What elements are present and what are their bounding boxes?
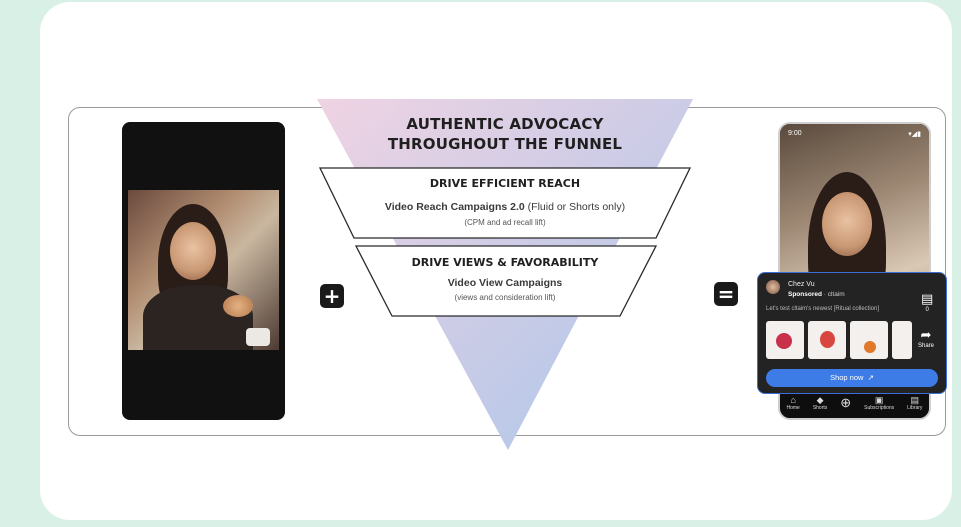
product-image (864, 341, 876, 353)
product-image (776, 333, 792, 349)
channel-avatar (766, 280, 780, 294)
shorts-icon: ◆ (816, 395, 824, 405)
nav-library-label: Library (907, 405, 923, 411)
stage-views-note: (views and consideration lift) (454, 293, 556, 302)
nav-create[interactable]: ⊕ (840, 395, 852, 410)
comment-button[interactable]: ▤ 0 (921, 292, 934, 314)
equals-operator-icon: = (714, 282, 738, 306)
shopping-ad-card[interactable]: Chez Vu Sponsored · cltaim Let's test cl… (757, 272, 947, 394)
nav-shorts[interactable]: ◆Shorts (813, 395, 827, 411)
makeup-brush (223, 295, 253, 317)
stage-reach-campaign-name: Video Reach Campaigns 2.0 (384, 201, 525, 213)
external-link-icon: ↗ (865, 373, 874, 382)
stage-views-heading: DRIVE VIEWS & FAVORABILITY (411, 256, 599, 269)
product-tile[interactable] (850, 321, 888, 359)
brand-name: · cltaim (823, 291, 845, 298)
nav-subscriptions-label: Subscriptions (864, 405, 895, 411)
funnel-band-reach (318, 167, 692, 239)
product-tile[interactable] (808, 321, 846, 359)
product-tile[interactable] (766, 321, 804, 359)
creator-face (170, 222, 216, 280)
funnel-band-views (354, 245, 658, 317)
channel-name: Chez Vu (788, 281, 815, 288)
nav-home[interactable]: ⌂Home (786, 395, 799, 411)
nav-shorts-label: Shorts (812, 405, 828, 411)
nav-library[interactable]: ▤Library (907, 395, 922, 411)
comment-count: 0 (925, 307, 929, 313)
status-icons: ▾◢▮ (908, 131, 921, 138)
shop-now-button[interactable]: Shop now ↗ (766, 369, 938, 387)
funnel-title: AUTHENTIC ADVOCACY THROUGHOUT THE FUNNEL (360, 114, 650, 154)
funnel-title-line-2: THROUGHOUT THE FUNNEL (387, 135, 623, 153)
nav-home-label: Home (786, 405, 800, 411)
share-button[interactable]: ➦ Share (918, 328, 935, 350)
creator-video-frame (128, 190, 279, 350)
stage-reach-qualifier: (Fluid or Shorts only) (527, 201, 626, 213)
library-icon: ▤ (910, 395, 920, 405)
comment-icon: ▤ (921, 292, 934, 307)
ad-description: Let's test cltaim's newest [Ritual colle… (766, 306, 880, 312)
product-tile[interactable] (892, 321, 912, 359)
nav-subscriptions[interactable]: ▣Subscriptions (864, 395, 894, 411)
status-time: 9:00 (788, 130, 802, 137)
plus-operator-icon: + (320, 284, 344, 308)
sponsored-label: Sponsored · cltaim (788, 291, 845, 298)
home-icon: ⌂ (790, 395, 796, 405)
create-icon: ⊕ (840, 395, 852, 410)
shop-now-label: Shop now (830, 373, 864, 382)
subscriptions-icon: ▣ (874, 395, 884, 405)
product-image (820, 331, 835, 348)
sponsored-text: Sponsored (788, 291, 822, 298)
funnel-title-line-1: AUTHENTIC ADVOCACY (406, 115, 604, 133)
share-label: Share (918, 343, 935, 349)
result-creator-face (822, 192, 872, 256)
stage-reach-heading: DRIVE EFFICIENT REACH (429, 177, 581, 190)
stage-views-campaign: Video View Campaigns (447, 277, 563, 289)
share-icon: ➦ (920, 328, 932, 343)
stage-reach-note: (CPM and ad recall lift) (464, 218, 546, 227)
creator-video-phone (122, 122, 285, 420)
product-jar (246, 328, 270, 346)
stage-reach-campaign: Video Reach Campaigns 2.0 (Fluid or Shor… (355, 201, 655, 213)
